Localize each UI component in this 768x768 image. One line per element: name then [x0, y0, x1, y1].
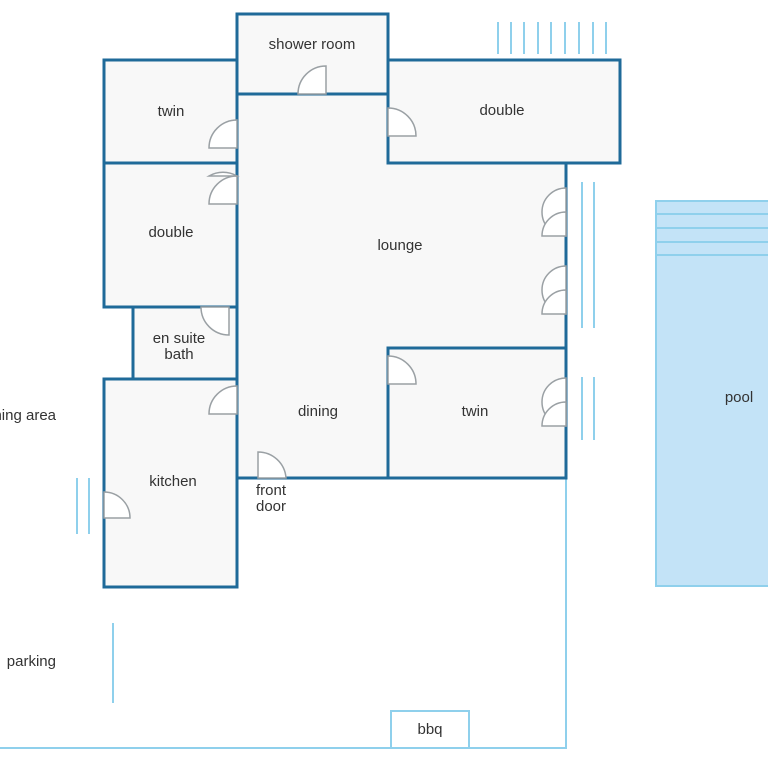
label-outdoor-dining: outdoor dining area [0, 407, 57, 424]
label-twin-top: twin [158, 103, 185, 120]
label-en-suite: en suite [153, 330, 206, 347]
door-double-left[interactable] [206, 171, 240, 205]
door-twin-top[interactable] [208, 119, 238, 149]
window-kitchen [76, 478, 90, 534]
door-lounge-patio-upper[interactable] [541, 187, 567, 237]
label-front-door-2: door [256, 498, 286, 515]
garden-fence [0, 478, 567, 749]
door-kitchen-side[interactable] [103, 491, 131, 519]
window-double-top [497, 22, 607, 54]
door-dining[interactable] [387, 355, 417, 385]
door-double-top[interactable] [387, 107, 417, 137]
label-shower-room: shower room [269, 36, 356, 53]
door-front[interactable] [257, 451, 287, 479]
label-parking: parking [7, 653, 56, 670]
label-lounge: lounge [377, 237, 422, 254]
label-double-top: double [479, 102, 524, 119]
window-lounge [581, 182, 595, 328]
door-en-suite[interactable] [200, 306, 230, 336]
label-pool: pool [725, 389, 753, 406]
label-double-left: double [148, 224, 193, 241]
door-twin-bottom-patio[interactable] [541, 377, 567, 427]
door-shower[interactable] [297, 65, 327, 95]
label-front-door: front [256, 482, 287, 499]
label-kitchen: kitchen [149, 473, 197, 490]
label-bbq: bbq [417, 721, 442, 738]
label-dining: dining [298, 403, 338, 420]
label-twin-bottom: twin [462, 403, 489, 420]
window-twin-bottom [581, 377, 595, 440]
door-lounge-patio-lower[interactable] [541, 265, 567, 315]
door-kitchen[interactable] [208, 385, 238, 415]
pool-area [655, 200, 768, 587]
bbq-area [390, 710, 470, 749]
room-double-top [386, 58, 622, 165]
label-en-suite-bath: bath [164, 346, 193, 363]
